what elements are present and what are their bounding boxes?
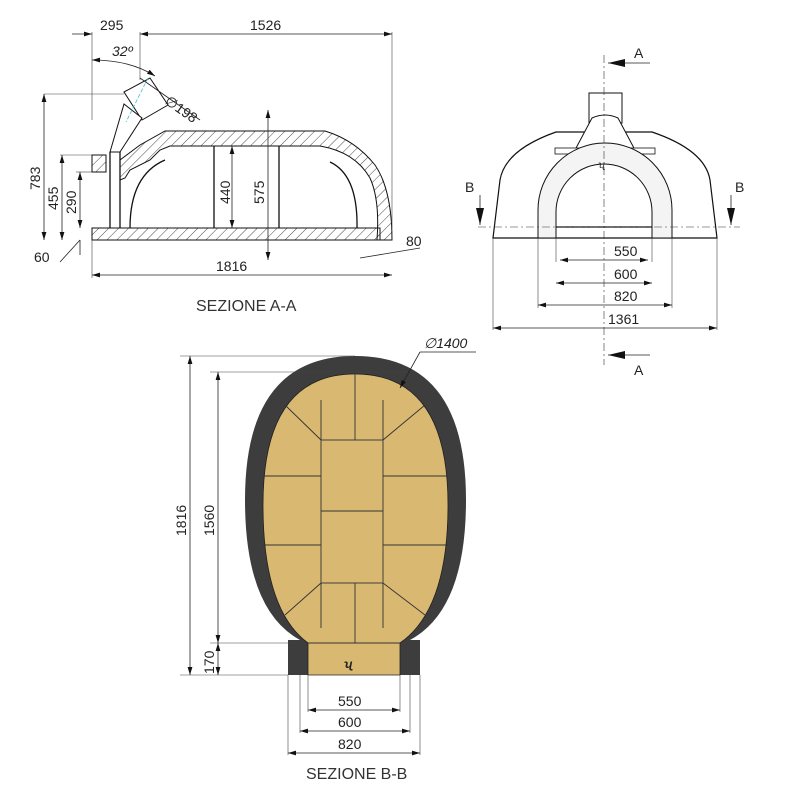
dim-wall-thickness: 80 xyxy=(406,233,422,249)
dim-total-width: 1361 xyxy=(608,311,639,327)
dim-bb-arch-width: 820 xyxy=(338,736,362,752)
inner-vault xyxy=(129,159,358,229)
brick-arch xyxy=(537,142,673,239)
dim-inner-opening: 550 xyxy=(614,243,638,259)
front-view: ʯ A A B B 550 600 820 1361 xyxy=(465,45,744,378)
dim-bb-inner-length: 1560 xyxy=(201,505,217,536)
dim-opening-height: 290 xyxy=(63,190,79,214)
dim-top-length: 1526 xyxy=(250,17,281,33)
chimney-pipe xyxy=(123,77,169,121)
dim-bb-mouth-depth: 170 xyxy=(201,650,217,674)
dim-outer-height: 575 xyxy=(251,180,267,204)
section-a-label-top: A xyxy=(634,45,644,61)
section-b-label-right: B xyxy=(735,179,744,195)
dim-arch-width: 820 xyxy=(614,288,638,304)
section-bb-title: SEZIONE B-B xyxy=(306,766,407,783)
dim-chimney-offset: 295 xyxy=(100,17,124,33)
section-a-label-bottom: A xyxy=(634,362,644,378)
base-slab xyxy=(91,227,381,241)
logo-mark: ʯ xyxy=(344,657,353,671)
floor-tile-joints xyxy=(263,374,448,644)
dim-base-thickness: 60 xyxy=(34,249,50,265)
dim-total-height: 783 xyxy=(27,166,43,190)
dim-total-length: 1816 xyxy=(216,258,247,274)
chimney-neck xyxy=(109,103,143,153)
dim-bb-inner-opening: 550 xyxy=(338,693,362,709)
dim-bb-total-length: 1816 xyxy=(173,505,189,536)
logo-mark: ʯ xyxy=(598,160,605,171)
dim-bb-door-width: 600 xyxy=(338,714,362,730)
section-bb: ʯ 1816 1560 170 ∅1400 550 600 820 SEZION… xyxy=(173,335,476,783)
section-b-label-left: B xyxy=(465,179,474,195)
door-block xyxy=(91,154,107,173)
dim-door-height: 455 xyxy=(45,186,61,210)
dim-angle: 32º xyxy=(112,43,134,59)
dim-chimney-diameter: ∅198 xyxy=(162,92,200,126)
section-aa-title: SEZIONE A-A xyxy=(196,298,297,315)
section-aa: 295 1526 32º ∅198 783 455 290 60 440 575… xyxy=(27,17,422,315)
chimney-hood xyxy=(574,114,636,151)
dim-inner-height: 440 xyxy=(217,180,233,204)
dim-bb-diameter: ∅1400 xyxy=(424,335,468,351)
refractory-floor xyxy=(262,373,449,676)
dim-door-width: 600 xyxy=(614,266,638,282)
